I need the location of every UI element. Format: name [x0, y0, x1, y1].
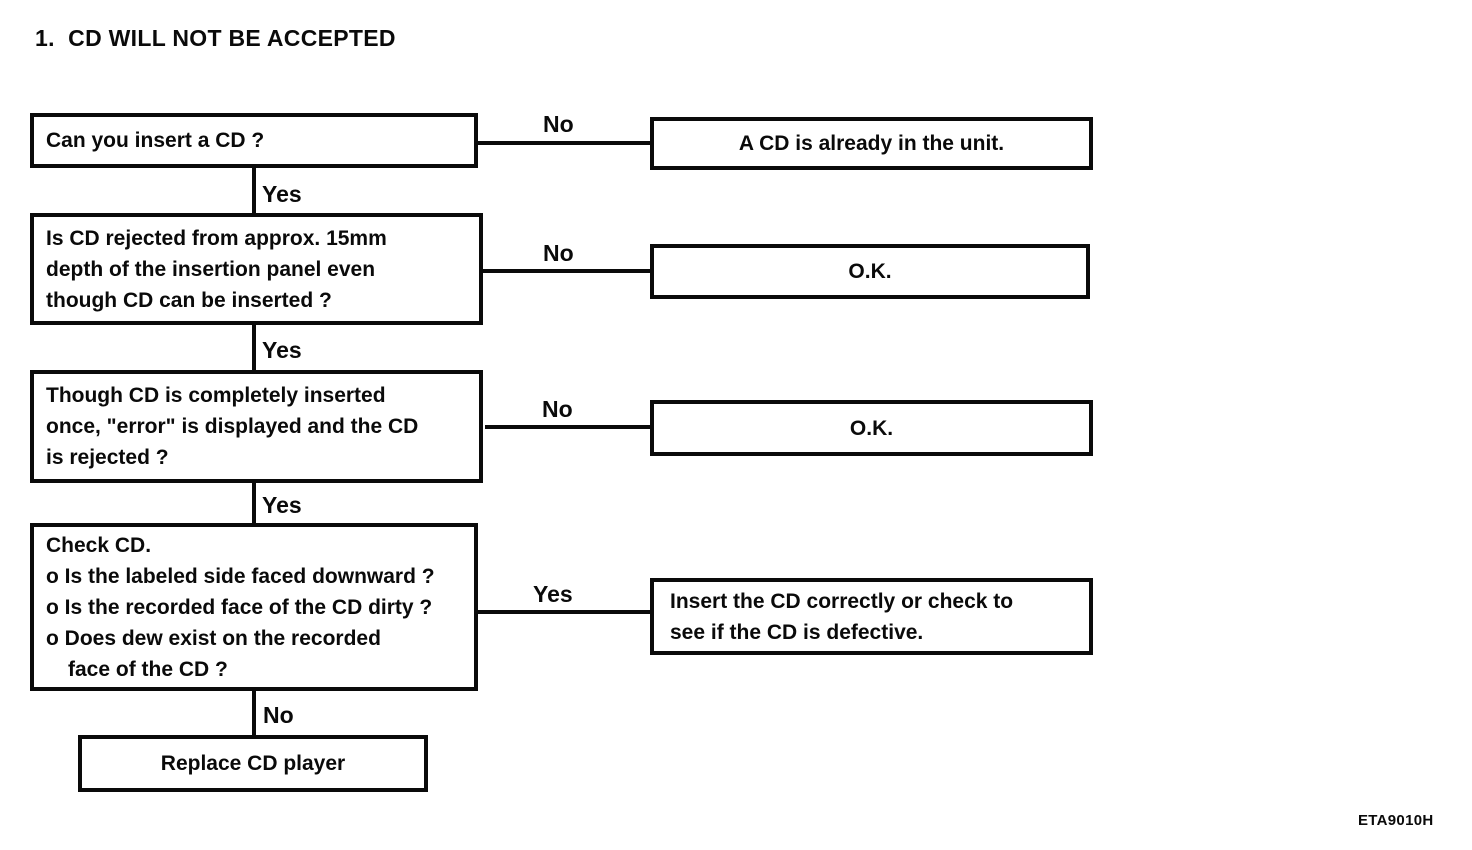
result-box-insert-correctly: Insert the CD correctly or check to see …: [650, 578, 1093, 655]
box-text-line: Check CD.: [46, 533, 152, 557]
box-text-line: Replace CD player: [160, 752, 346, 775]
box-text-line: Is CD rejected from approx. 15mm: [46, 226, 387, 250]
connector-yes-1: [252, 168, 256, 213]
box-text-line: see if the CD is defective.: [670, 620, 924, 644]
connector-yes-4: [478, 610, 650, 614]
branch-label-no-4: No: [263, 702, 294, 728]
connector-yes-2: [252, 325, 256, 370]
box-text-line: A CD is already in the unit.: [738, 132, 1005, 155]
box-text-line: depth of the insertion panel even: [46, 257, 376, 281]
box-text-line: o Is the recorded face of the CD dirty ?: [46, 595, 433, 619]
page-title: 1. CD WILL NOT BE ACCEPTED: [35, 25, 396, 51]
connector-no-2: [483, 269, 650, 273]
box-text-line: is rejected ?: [46, 446, 169, 469]
question-box-can-insert-cd: Can you insert a CD ?: [30, 113, 478, 168]
box-text-line: once, "error" is displayed and the CD: [46, 415, 419, 438]
box-text-line: Insert the CD correctly or check to: [670, 589, 1014, 613]
box-text-line: face of the CD ?: [68, 657, 228, 681]
box-text-line: o Does dew exist on the recorded: [46, 626, 381, 650]
question-box-error-displayed: Though CD is completely inserted once, "…: [30, 370, 483, 483]
branch-label-yes-1: Yes: [262, 181, 302, 207]
connector-yes-3: [252, 483, 256, 523]
branch-label-yes-4: Yes: [533, 581, 573, 607]
branch-label-no-2: No: [543, 240, 574, 266]
result-box-ok-1: O.K.: [650, 244, 1090, 299]
box-text-line: though CD can be inserted ?: [46, 288, 332, 312]
box-text-line: O.K.: [848, 260, 892, 283]
box-text-line: Though CD is completely inserted: [46, 384, 386, 407]
box-text-line: Can you insert a CD ?: [46, 129, 265, 152]
branch-label-no-3: No: [542, 396, 573, 422]
branch-label-yes-2: Yes: [262, 337, 302, 363]
connector-no-1: [478, 141, 650, 145]
result-box-replace-cd-player: Replace CD player: [78, 735, 428, 792]
box-text-line: O.K.: [849, 416, 894, 440]
branch-label-no-1: No: [543, 111, 574, 137]
connector-no-3: [485, 425, 650, 429]
box-text-line: o Is the labeled side faced downward ?: [46, 564, 435, 588]
branch-label-yes-3: Yes: [262, 492, 302, 518]
connector-no-4: [252, 691, 256, 735]
question-box-check-cd: Check CD. o Is the labeled side faced do…: [30, 523, 478, 691]
question-box-cd-rejected-15mm: Is CD rejected from approx. 15mm depth o…: [30, 213, 483, 325]
result-box-ok-2: O.K.: [650, 400, 1093, 456]
doc-code: ETA9010H: [1358, 812, 1434, 829]
result-box-cd-already-in-unit: A CD is already in the unit.: [650, 117, 1093, 170]
